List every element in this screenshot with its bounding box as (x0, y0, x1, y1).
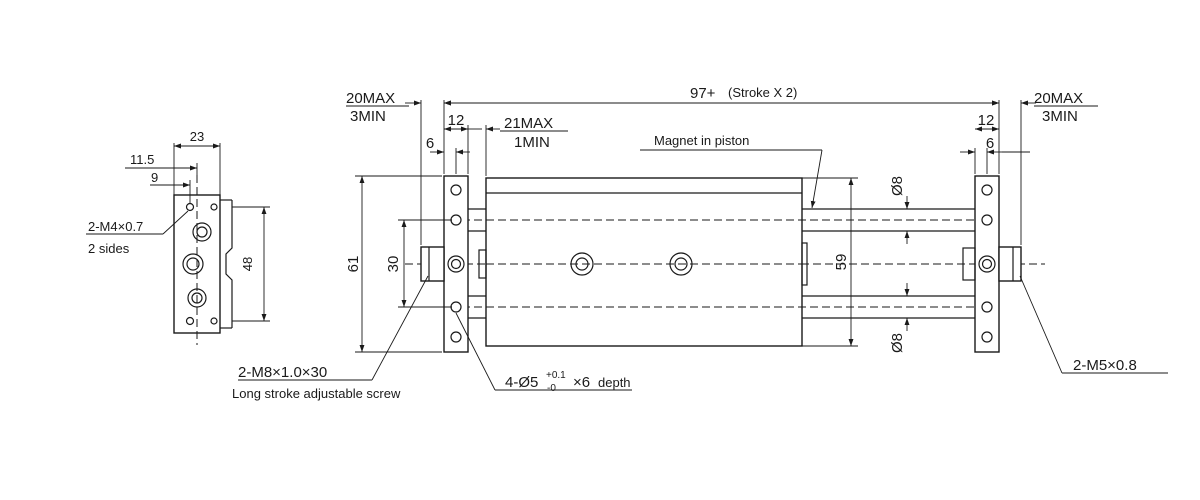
hole-depth-label: depth (598, 375, 631, 390)
rod-diameter-top-label: Ø8 (889, 176, 906, 196)
side-view-tap-bottom-inner (191, 292, 203, 304)
side-view-edge-label: 9 (151, 170, 158, 185)
screw-note: Long stroke adjustable screw (232, 386, 401, 401)
right-plate-12-label: 12 (978, 112, 995, 129)
screw-leader (371, 275, 429, 381)
left-plate-6-label: 6 (426, 135, 434, 152)
left-adjust-min-label: 3MIN (350, 108, 386, 125)
right-stopper-screw (998, 246, 1022, 282)
hole-prefix-label: 4-Ø5 (505, 374, 538, 391)
body-hole-left-inner (575, 257, 589, 271)
body-hole-right-outer (669, 252, 693, 276)
magnet-leader (810, 149, 823, 209)
side-view-side-hole-top (210, 203, 218, 211)
side-view-small-hole-bottom (185, 316, 195, 326)
side-view-tap-bottom-outer (187, 288, 207, 308)
hole-tolerance-minus: -0 (547, 383, 556, 394)
body-hole-right-inner (674, 257, 688, 271)
overall-length-note: (Stroke X 2) (728, 85, 797, 100)
port-label: 2-M5×0.8 (1073, 357, 1137, 374)
left-plate-12-label: 12 (448, 112, 465, 129)
main-view: 97+ (Stroke X 2) 20MAX 3MIN 20MAX 3MIN 1… (232, 85, 1168, 401)
body-left-nub (478, 249, 487, 279)
side-view-width-label: 23 (190, 129, 204, 144)
right-adjust-max-label: 20MAX (1034, 90, 1083, 107)
side-view-holes (182, 202, 218, 326)
right-inner-nub (962, 247, 976, 281)
port-leader (1019, 275, 1063, 374)
right-adjust-min-label: 3MIN (1042, 108, 1078, 125)
overall-length-label: 97+ (690, 85, 716, 102)
rod-diameter-bottom-label: Ø8 (889, 333, 906, 353)
cylinder-body (485, 177, 803, 347)
left-adjust-max-label: 20MAX (346, 90, 395, 107)
hole-leader (455, 312, 496, 391)
body-hole-left-outer (570, 252, 594, 276)
body-right-nub (801, 242, 808, 286)
height-61-label: 61 (345, 256, 362, 273)
side-view-small-hole-top (185, 202, 195, 212)
height-30-label: 30 (385, 256, 402, 273)
side-view-port-inner (186, 257, 200, 271)
screw-label: 2-M8×1.0×30 (238, 364, 327, 381)
side-view: 23 11.5 9 48 2-M4×0.7 2 sides (86, 129, 270, 345)
side-view-height-label: 48 (240, 257, 255, 271)
side-view-side-hole-bottom (210, 317, 218, 325)
side-view-thread-label: 2-M4×0.7 (88, 219, 143, 234)
body-gap-max-label: 21MAX (504, 115, 553, 132)
side-view-port-outer (182, 253, 204, 275)
body-gap-min-label: 1MIN (514, 134, 550, 151)
side-view-tap-top-inner (196, 226, 208, 238)
side-view-thread-note: 2 sides (88, 241, 130, 256)
left-stopper-screw (420, 246, 445, 282)
side-view-tap-top-outer (192, 222, 212, 242)
side-view-offset-label: 11.5 (130, 152, 154, 167)
side-view-groove (225, 200, 233, 328)
height-59-label: 59 (833, 254, 850, 271)
right-plate-6-label: 6 (986, 135, 994, 152)
magnet-label: Magnet in piston (654, 133, 749, 148)
hole-suffix-label: ×6 (573, 374, 590, 391)
hole-tolerance-plus: +0.1 (546, 370, 566, 381)
